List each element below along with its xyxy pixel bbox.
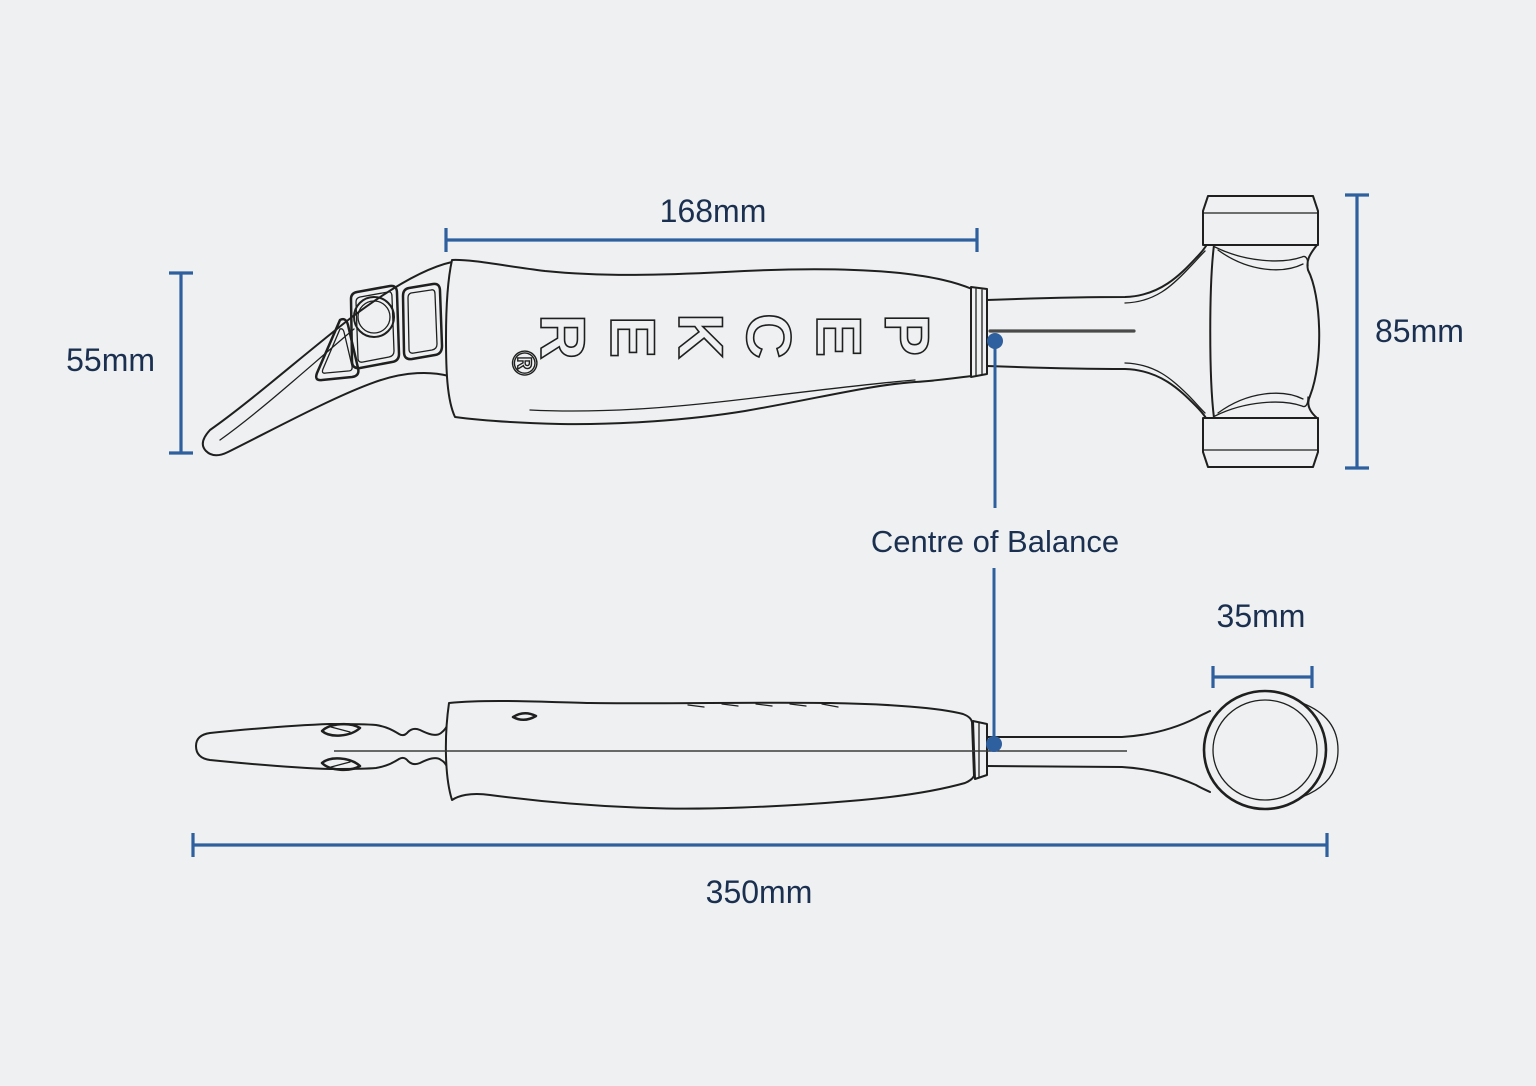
dim-350-label: 350mm [706,874,813,910]
side-view: R E K C E P ® [201,195,1321,468]
brand-letter-3: K [665,313,735,359]
pick-cutout-triangle-inner [321,328,353,374]
pick-cutout-square-inner [355,291,395,363]
brand-letter-6: P [871,314,941,356]
registered-trademark-icon: ® [505,350,543,375]
pick-cutout-rect [401,282,444,361]
plan-head-inner-circle [1212,699,1318,801]
pick-cutout-circle-inner [357,300,391,334]
brand-letter-2: E [597,316,667,358]
head-cheek-top-2 [1217,249,1304,271]
dimension-face-diameter: 35mm [1211,598,1314,688]
plan-collar-band [972,720,988,780]
shaft-top-edge [986,245,1207,301]
shaft-side [986,245,1207,419]
handle-inner-line [529,379,916,412]
head-face-top [1202,195,1319,246]
head-cheek-top-1 [1214,246,1309,267]
dimension-handle-length: 168mm [444,193,979,252]
pick-blade [201,261,453,457]
plan-handle-texture-ticks [687,703,839,708]
dimension-overall-length: 350mm [191,833,1329,910]
plan-blade-outline [195,722,449,771]
plan-pick-blade [195,722,449,772]
dim-35-label: 35mm [1217,598,1306,634]
head-cheek-bottom-1 [1214,396,1309,417]
dim-168-label: 168mm [660,193,767,229]
shaft-bottom-inner [1124,362,1206,414]
handle-outline [445,258,973,426]
shaft-bottom-edge [986,365,1207,419]
head-face-bottom [1202,417,1319,468]
plan-blade-tooth-top-slash [330,726,351,733]
handle-collar [970,286,988,378]
plan-handle [444,699,975,810]
dim-85-label: 85mm [1375,313,1464,349]
plan-collar [972,720,988,780]
pick-inner-edge [219,328,355,441]
hammer-head-side [1202,195,1321,468]
pick-cutout-triangle [314,317,360,382]
brand-lettering: R E K C E P ® [504,312,941,376]
plan-blade-tooth-bottom [320,757,362,772]
plan-handle-outline [444,699,975,810]
pick-cutout-square [349,284,401,370]
plan-head [1202,689,1339,811]
handle-grip: R E K C E P ® [445,258,973,426]
plan-shaft-bottom-edge [986,765,1211,793]
brand-letter-5: E [803,315,873,357]
centre-of-balance-annotation: Centre of Balance [871,333,1119,752]
cob-dot-bottom [986,736,1002,752]
cob-dot-top [987,333,1003,349]
plan-view [195,689,1339,811]
plan-shaft [986,710,1211,793]
plan-shaft-top-edge [986,710,1211,738]
head-cheek-bottom-2 [1217,392,1304,414]
plan-head-outer-circle [1202,689,1328,811]
brand-letter-1: R [527,314,597,360]
plan-head-face-rim [1301,702,1339,798]
collar-band [970,286,988,378]
shaft-top-inner [1124,250,1206,304]
plan-blade-tooth-top [320,722,362,737]
pick-cutout-rect-inner [407,289,438,354]
brand-letter-4: C [733,313,803,359]
plan-blade-tooth-bottom-slash [330,761,351,768]
head-barrel [1209,244,1321,419]
plan-handle-dimple [511,712,538,721]
dim-55-label: 55mm [66,342,155,378]
dimension-head-height: 85mm [1345,193,1464,470]
cob-label: Centre of Balance [871,524,1119,559]
pick-cutout-circle [353,296,395,338]
dimension-pick-height: 55mm [66,271,193,455]
